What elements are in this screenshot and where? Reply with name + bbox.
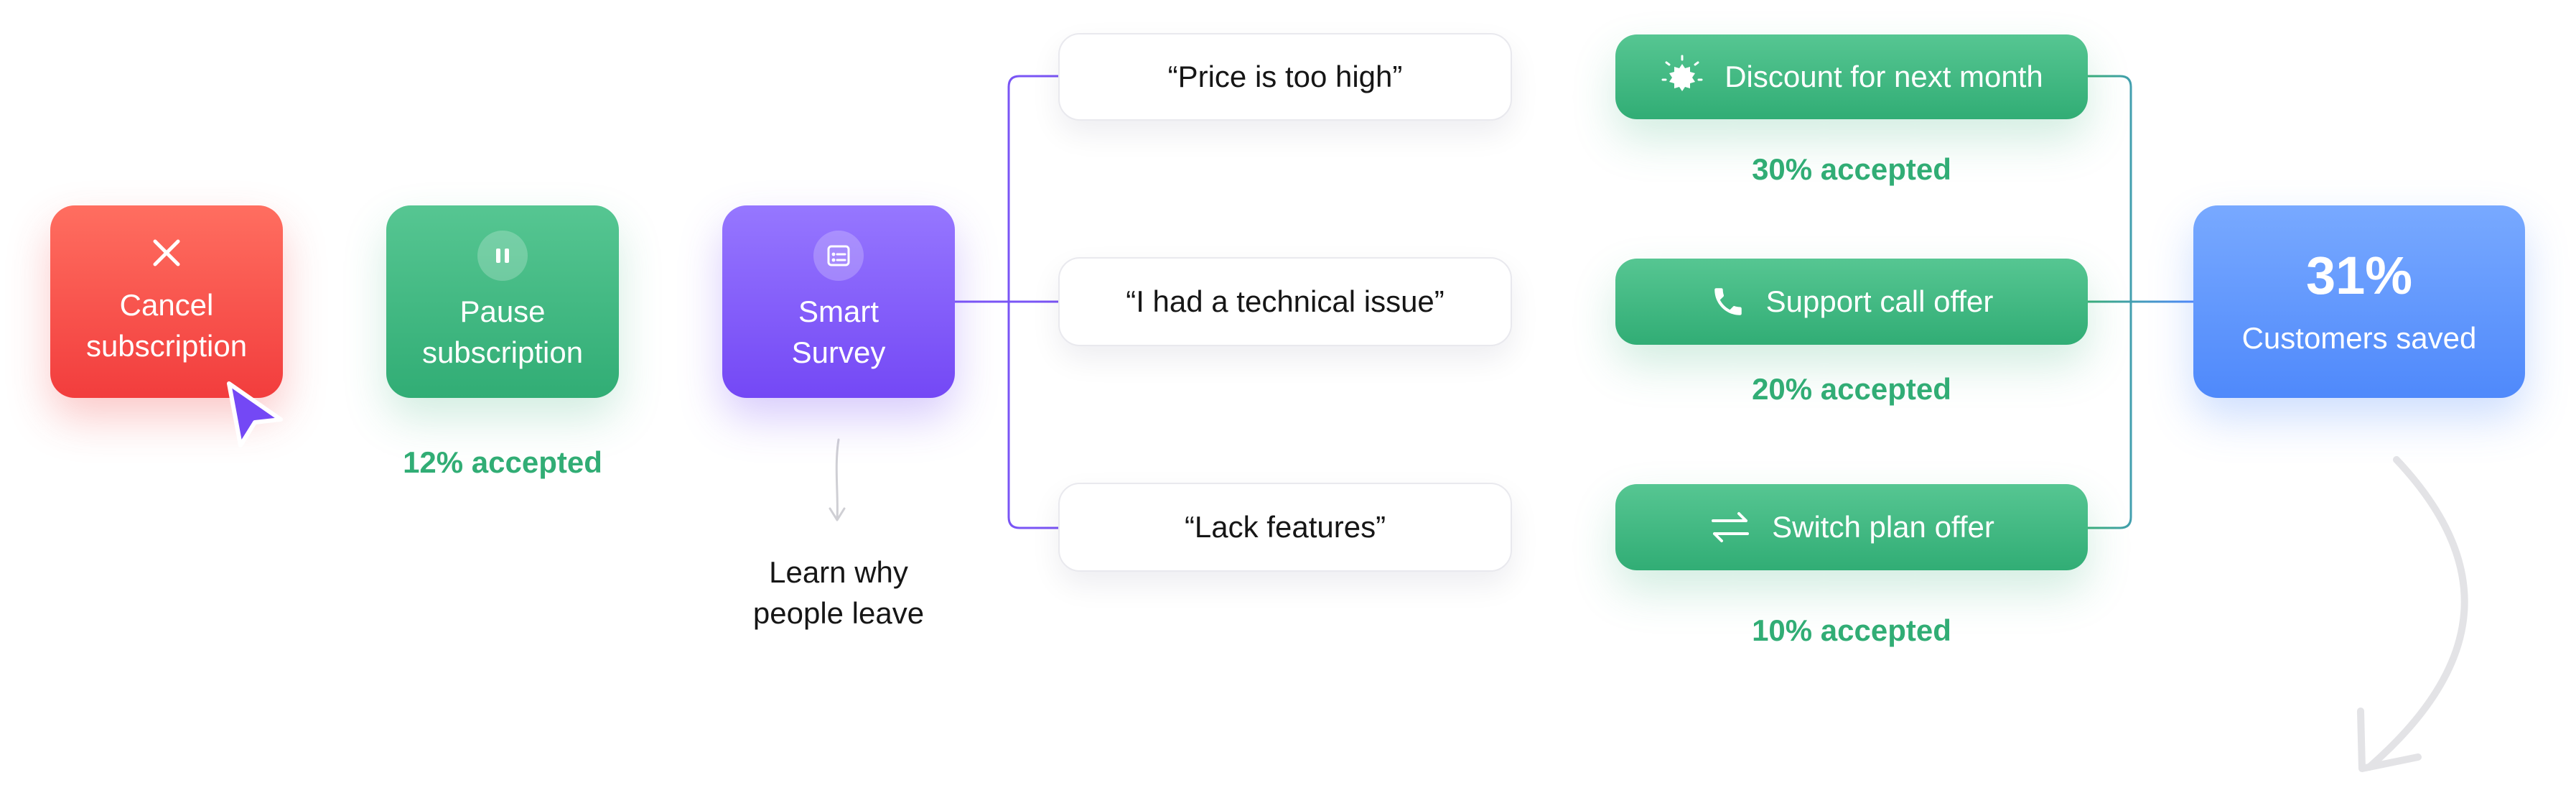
reason-pill[interactable]: “Lack features” — [1058, 483, 1512, 572]
pause-subscription-label: Pause subscription — [421, 294, 584, 369]
connector-survey-reasons — [955, 75, 1058, 529]
reason-pill[interactable]: “Price is too high” — [1058, 33, 1512, 121]
customers-saved-node: 31% Customers saved — [2193, 205, 2525, 398]
offer-accepted-rate: 20% accepted — [1752, 372, 1951, 406]
reason-label: “Price is too high” — [1167, 60, 1403, 93]
offer-switch-plan[interactable]: Switch plan offer — [1615, 484, 2088, 570]
reason-label: “I had a technical issue” — [1126, 284, 1445, 318]
reason-pill[interactable]: “I had a technical issue” — [1058, 257, 1512, 346]
customers-saved-label: Customers saved — [2241, 320, 2477, 355]
pause-icon — [477, 231, 528, 281]
survey-note: Learn why people leave — [752, 555, 925, 630]
customers-saved-value: 31% — [2305, 245, 2413, 305]
cancel-subscription-node[interactable]: Cancel subscription — [50, 205, 283, 398]
offer-accepted-rate: 30% accepted — [1752, 152, 1951, 186]
offer-discount[interactable]: Discount for next month — [1615, 34, 2088, 119]
discount-badge-icon — [1660, 55, 1704, 99]
phone-icon — [1710, 284, 1746, 320]
offer-label: Support call offer — [1765, 284, 1994, 318]
survey-form-icon — [813, 231, 864, 281]
pause-subscription-node[interactable]: Pause subscription — [386, 205, 619, 398]
offer-label: Switch plan offer — [1772, 510, 1994, 544]
connector-offers-saved — [2088, 75, 2193, 529]
down-arrow-line — [835, 438, 840, 520]
mouse-cursor-icon — [226, 381, 284, 450]
offer-support-call[interactable]: Support call offer — [1615, 259, 2088, 345]
cancel-subscription-label: Cancel subscription — [85, 288, 248, 363]
reason-label: “Lack features” — [1184, 510, 1386, 544]
smart-survey-node[interactable]: Smart Survey — [722, 205, 955, 398]
offer-label: Discount for next month — [1725, 60, 2043, 93]
curved-arrow-line — [2366, 456, 2468, 771]
curved-arrow-head — [2357, 707, 2422, 772]
offer-accepted-rate: 10% accepted — [1752, 613, 1951, 647]
pause-accepted-rate: 12% accepted — [403, 445, 602, 479]
switch-arrows-icon — [1709, 509, 1752, 545]
close-icon — [151, 237, 182, 269]
smart-survey-label: Smart Survey — [791, 294, 886, 369]
down-arrow-head — [829, 507, 846, 521]
